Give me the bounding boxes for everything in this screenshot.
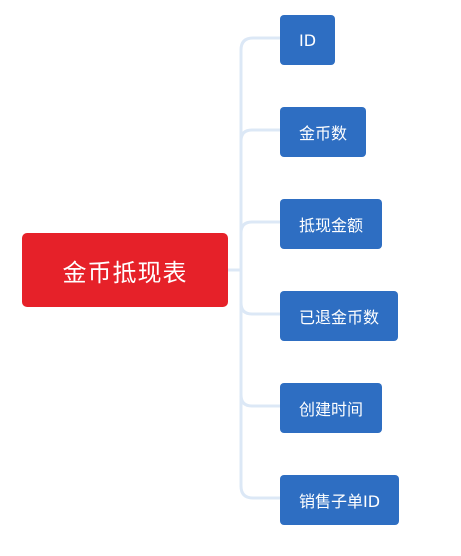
branch-connector bbox=[239, 394, 280, 408]
child-node-label: 已退金币数 bbox=[299, 308, 380, 327]
root-node-coin-cash-table[interactable]: 金币抵现表 bbox=[22, 233, 228, 307]
child-node-id[interactable]: ID bbox=[280, 15, 336, 65]
child-node-label: 金币数 bbox=[299, 124, 348, 143]
child-node-refunded-coins[interactable]: 已退金币数 bbox=[280, 291, 399, 341]
child-node-label: 创建时间 bbox=[299, 400, 364, 419]
child-node-cash-amount[interactable]: 抵现金额 bbox=[280, 199, 383, 249]
child-node-label: 抵现金额 bbox=[299, 216, 364, 235]
branch-connector bbox=[239, 128, 280, 142]
child-node-created-time[interactable]: 创建时间 bbox=[280, 383, 383, 433]
child-node-coin-count[interactable]: 金币数 bbox=[280, 107, 367, 157]
branch-connector bbox=[239, 302, 280, 316]
root-node-label: 金币抵现表 bbox=[62, 258, 188, 287]
branch-connector bbox=[239, 485, 280, 500]
branch-connector bbox=[239, 220, 280, 234]
child-node-label: ID bbox=[299, 30, 317, 50]
trunk-line bbox=[239, 36, 280, 51]
child-node-sales-suborder-id[interactable]: 销售子单ID bbox=[280, 475, 400, 525]
child-node-label: 销售子单ID bbox=[299, 492, 381, 511]
